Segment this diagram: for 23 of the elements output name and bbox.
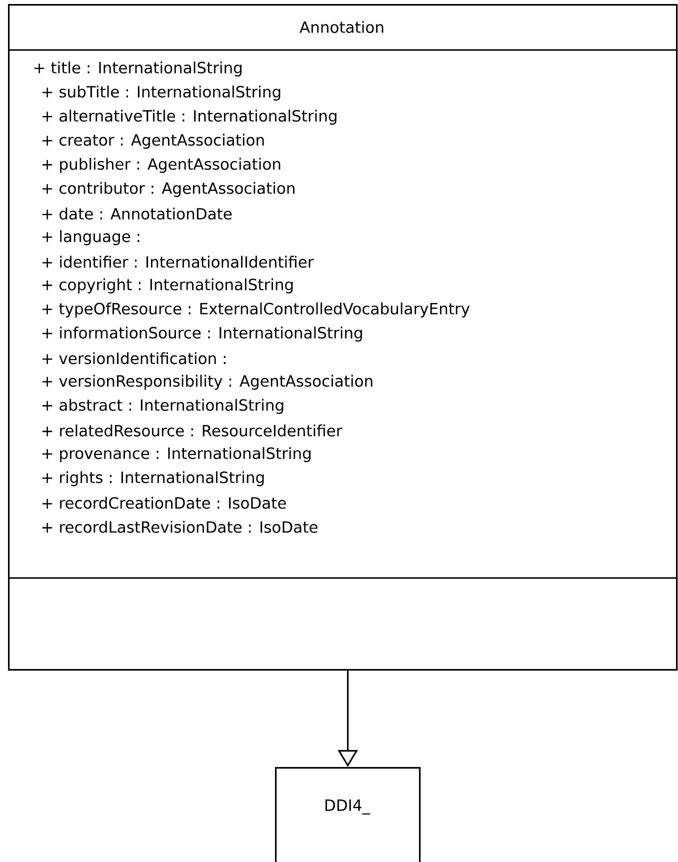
- attribute-text: + alternativeTitle : InternationalString: [42, 110, 336, 125]
- class-box: DDI4_: [275, 767, 421, 862]
- attribute-text: + publisher : AgentAssociation: [42, 158, 280, 173]
- attribute-text: + versionResponsibility : AgentAssociation: [42, 374, 372, 390]
- class-box: [8, 4, 678, 671]
- attribute-text: + contributor : AgentAssociation: [42, 182, 294, 197]
- attribute-text: + relatedResource : ResourceIdentifier: [42, 424, 342, 436]
- attribute-text: + creator : AgentAssociation: [42, 134, 264, 149]
- attribute-text: + recordLastRevisionDate : IsoDate: [42, 520, 318, 533]
- attribute-text: + copyright : InternationalString: [42, 278, 293, 294]
- attribute-text: + identifier : InternationalIdentifier: [42, 256, 314, 268]
- attribute-text: + subTitle : InternationalString: [42, 86, 280, 101]
- attribute-text: + recordCreationDate : IsoDate: [42, 496, 286, 509]
- attribute-text: + typeOfResource : ExternalControlledVocabularyEntry: [42, 302, 470, 318]
- class-name: Annotation: [300, 21, 384, 33]
- attribute-text: + abstract : InternationalString: [42, 398, 284, 414]
- attribute-text: + date : AnnotationDate: [42, 208, 232, 220]
- attribute-text: + informationSource : InternationalString: [42, 326, 362, 342]
- attribute-text: + title : InternationalString: [34, 62, 242, 76]
- attribute-text: + rights : InternationalString: [42, 471, 264, 486]
- attribute-text: + provenance : InternationalString: [42, 447, 311, 462]
- attribute-text: + language :: [42, 230, 140, 246]
- attribute-text: + versionIdentification :: [42, 352, 226, 364]
